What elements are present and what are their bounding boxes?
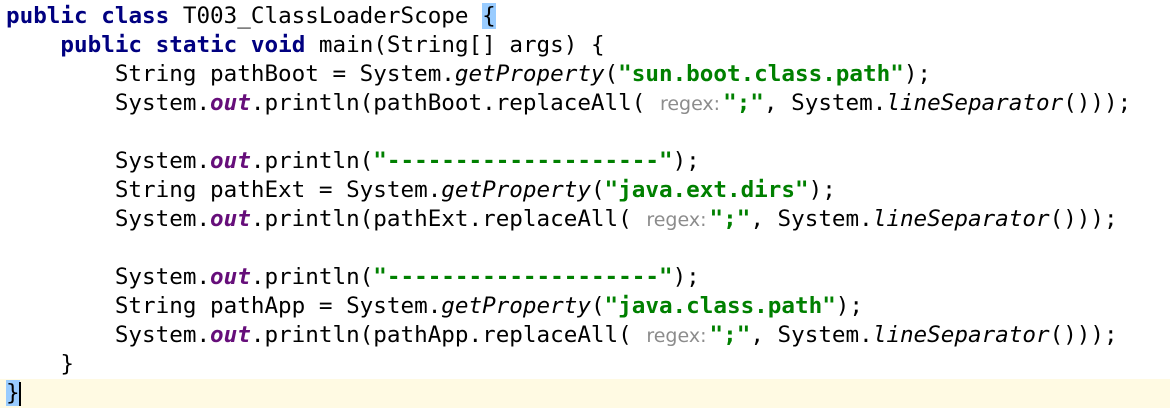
code-line[interactable]: public static void main(String[] args) {	[0, 31, 1170, 60]
code-line[interactable]: String pathApp = System.getProperty("jav…	[0, 292, 1170, 321]
indent	[6, 293, 115, 319]
code-token: );	[835, 293, 864, 319]
code-token: );	[808, 177, 836, 203]
code-token: ()));	[1063, 90, 1132, 116]
static-method-token: getProperty	[441, 293, 591, 319]
keyword-token: public	[6, 3, 88, 29]
code-line[interactable]: System.out.println("--------------------…	[0, 147, 1170, 176]
code-token	[88, 3, 102, 29]
code-token: String pathExt = System.	[114, 177, 442, 203]
static-method-token: lineSeparator	[872, 206, 1050, 232]
static-field-token: out	[210, 90, 251, 116]
static-field-token: out	[210, 264, 251, 290]
code-token: String pathBoot = System.	[114, 61, 455, 87]
indent	[6, 351, 60, 377]
code-token: (	[590, 293, 605, 319]
parameter-hint: regex:	[646, 209, 707, 231]
code-token: .println(	[250, 264, 374, 290]
code-token: , System.	[750, 322, 873, 348]
static-method-token: getProperty	[441, 177, 591, 203]
code-token: }	[60, 351, 75, 377]
text-caret	[18, 381, 21, 406]
code-token: String pathApp = System.	[114, 293, 442, 319]
static-method-token: getProperty	[454, 61, 605, 87]
code-token: ()));	[1049, 322, 1118, 348]
code-token: System.	[114, 148, 211, 174]
code-token: main(String[] args) {	[305, 32, 605, 58]
indent	[6, 264, 115, 290]
code-token: T003_ClassLoaderScope	[169, 3, 483, 29]
code-token: System.	[114, 322, 211, 348]
code-token: );	[672, 264, 700, 290]
keyword-token: static	[155, 32, 238, 58]
static-field-token: out	[210, 206, 251, 232]
code-line[interactable]: String pathExt = System.getProperty("jav…	[0, 176, 1170, 205]
keyword-token: void	[250, 32, 306, 58]
code-token: );	[903, 61, 932, 87]
code-token: (	[590, 177, 605, 203]
code-line[interactable]: public class T003_ClassLoaderScope {	[0, 2, 1170, 31]
code-token: .println(pathApp.replaceAll(	[250, 322, 646, 348]
code-token: .println(	[250, 148, 374, 174]
matched-brace: {	[482, 3, 496, 29]
code-line[interactable]	[0, 118, 1170, 147]
indent	[6, 32, 60, 58]
code-token: .println(pathBoot.replaceAll(	[250, 90, 659, 116]
indent	[6, 61, 115, 87]
indent	[6, 177, 115, 203]
code-token	[142, 32, 156, 58]
code-line[interactable]: System.out.println("--------------------…	[0, 263, 1170, 292]
parameter-hint: regex:	[659, 93, 721, 115]
keyword-token: class	[101, 3, 170, 29]
static-method-token: lineSeparator	[886, 90, 1064, 116]
code-token	[237, 32, 251, 58]
code-token: , System.	[750, 206, 873, 232]
code-line[interactable]	[0, 234, 1170, 263]
code-token: , System.	[763, 90, 887, 116]
code-token: System.	[114, 206, 211, 232]
string-literal: ";"	[723, 90, 764, 116]
code-token: System.	[114, 90, 211, 116]
keyword-token: public	[60, 32, 143, 58]
indent	[6, 322, 115, 348]
string-literal: "--------------------"	[373, 148, 673, 174]
code-token: ()));	[1049, 206, 1118, 232]
indent	[6, 90, 115, 116]
code-line[interactable]: }	[0, 379, 1170, 408]
string-literal: "java.ext.dirs"	[604, 177, 809, 203]
string-literal: ";"	[709, 206, 751, 232]
static-method-token: lineSeparator	[872, 322, 1050, 348]
static-field-token: out	[210, 148, 251, 174]
indent	[6, 206, 115, 232]
code-token: (	[604, 61, 619, 87]
string-literal: "sun.boot.class.path"	[618, 61, 904, 87]
code-token: System.	[114, 264, 211, 290]
code-token: );	[672, 148, 700, 174]
code-line[interactable]: System.out.println(pathApp.replaceAll( r…	[0, 321, 1170, 350]
code-line[interactable]: System.out.println(pathExt.replaceAll( r…	[0, 205, 1170, 234]
string-literal: ";"	[709, 322, 751, 348]
matched-brace: }	[6, 380, 20, 406]
string-literal: "--------------------"	[373, 264, 673, 290]
code-token: .println(pathExt.replaceAll(	[250, 206, 646, 232]
string-literal: "java.class.path"	[604, 293, 836, 319]
code-line[interactable]: System.out.println(pathBoot.replaceAll( …	[0, 89, 1170, 118]
static-field-token: out	[210, 322, 251, 348]
indent	[6, 148, 115, 174]
parameter-hint: regex:	[646, 325, 707, 347]
code-line[interactable]: }	[0, 350, 1170, 379]
code-line[interactable]: String pathBoot = System.getProperty("su…	[0, 60, 1170, 89]
